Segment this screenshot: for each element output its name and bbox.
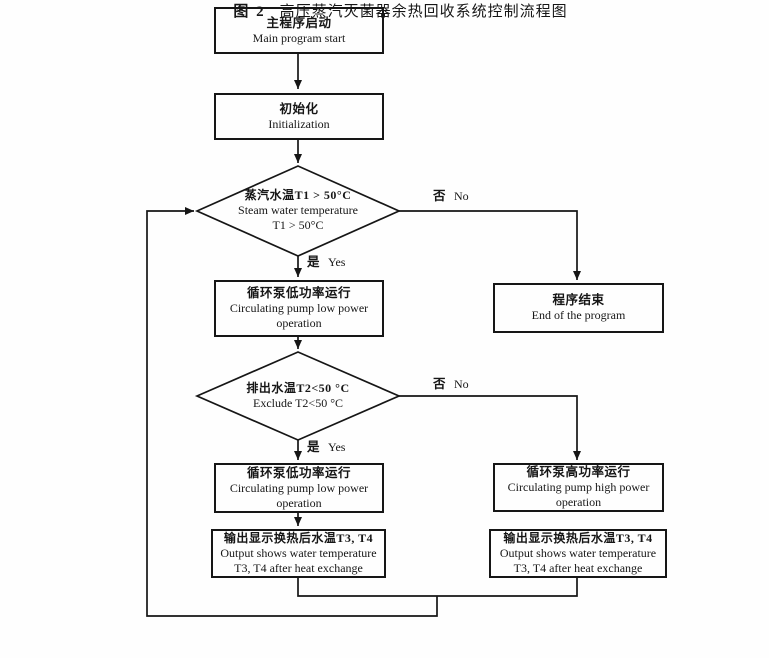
program-end-label-zh: 程序结束 bbox=[552, 293, 605, 307]
decision1-text: 蒸汽水温T1 > 50°C Steam water temperature T1… bbox=[198, 188, 398, 233]
pump-low2-label-zh: 循环泵低功率运行 bbox=[246, 465, 351, 480]
pump-high-node: 循环泵高功率运行 Circulating pump high power ope… bbox=[493, 463, 664, 512]
figure-caption: 图 2 高压蒸汽灭菌器余热回收系统控制流程图 bbox=[32, 0, 769, 21]
init-node-label-en: Initialization bbox=[268, 116, 330, 131]
pump-high-label-en: Circulating pump high power operation bbox=[507, 480, 650, 509]
output-right-label-en2: T3, T4 after heat exchange bbox=[513, 561, 643, 575]
decision2-label-en: Exclude T2<50 °C bbox=[253, 396, 343, 410]
pump-low2-label-en: Circulating pump low power operation bbox=[229, 480, 369, 510]
connector-decision1-no-to-end bbox=[399, 210, 581, 280]
output-right-node: 输出显示换热后水温T3, T4 Output shows water tempe… bbox=[489, 529, 667, 578]
decision2-diamond-shape bbox=[194, 351, 402, 441]
figure-caption-title: 高压蒸汽灭菌器余热回收系统控制流程图 bbox=[279, 4, 568, 20]
pump-low1-node: 循环泵低功率运行 Circulating pump low power oper… bbox=[214, 280, 384, 337]
pump-low1-label-zh: 循环泵低功率运行 bbox=[246, 286, 351, 300]
pump-low1-label-en: Circulating pump low power operation bbox=[229, 301, 369, 330]
start-node: 主程序启动 Main program start bbox=[214, 7, 384, 54]
output-right-label-en1: Output shows water temperature bbox=[499, 546, 657, 560]
decision1-label-zh: 蒸汽水温T1 > 50°C bbox=[244, 188, 352, 202]
init-node: 初始化 Initialization bbox=[214, 93, 384, 140]
decision1-label-en2: T1 > 50°C bbox=[272, 218, 324, 232]
pump-high-label-zh: 循环泵高功率运行 bbox=[526, 465, 631, 479]
output-left-node: 输出显示换热后水温T3, T4 Output shows water tempe… bbox=[211, 529, 386, 578]
connector-decision2-no-to-pumphigh bbox=[399, 395, 581, 460]
connector-loopback-to-decision1 bbox=[146, 207, 438, 617]
output-left-label-zh: 输出显示换热后水温T3, T4 bbox=[223, 531, 374, 545]
output-right-label-zh: 输出显示换热后水温T3, T4 bbox=[503, 531, 653, 545]
connector-outputs-join bbox=[297, 578, 578, 597]
decision1-diamond-shape bbox=[194, 165, 402, 257]
program-end-node: 程序结束 End of the program bbox=[493, 283, 664, 333]
output-left-label-en2: T3, T4 after heat exchange bbox=[234, 561, 363, 575]
output-left-label-en1: Output shows water temperature bbox=[220, 546, 377, 560]
decision2-text: 排出水温T2<50 °C Exclude T2<50 °C bbox=[198, 381, 398, 411]
pump-low2-node: 循环泵低功率运行 Circulating pump low power oper… bbox=[214, 463, 384, 513]
init-node-label-zh: 初始化 bbox=[279, 101, 319, 116]
decision1-label-en1: Steam water temperature bbox=[238, 203, 358, 217]
start-node-label-zh: 主程序启动 bbox=[266, 15, 332, 30]
decision2-label-zh: 排出水温T2<50 °C bbox=[246, 381, 350, 395]
figure-caption-number: 图 2 bbox=[233, 4, 266, 20]
start-node-label-en: Main program start bbox=[252, 30, 346, 45]
program-end-label-en: End of the program bbox=[531, 308, 626, 322]
